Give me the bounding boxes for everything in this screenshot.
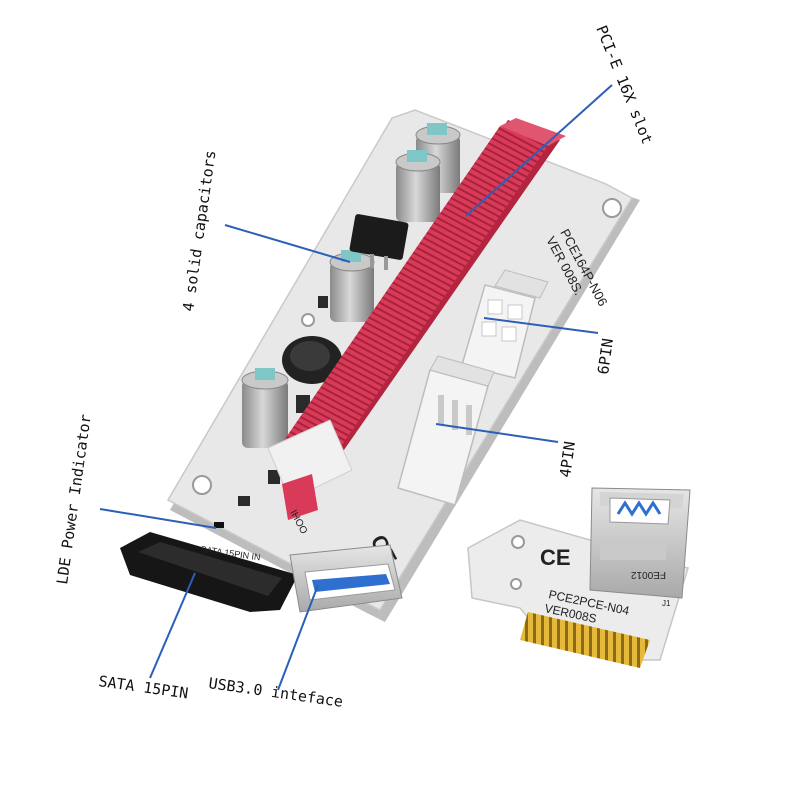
label-led-power-indicator: LDE Power Indicator	[53, 413, 95, 585]
capacitor	[241, 368, 289, 448]
leader-pcie-slot	[465, 84, 613, 217]
leader-sata	[149, 572, 196, 679]
leader-usb	[277, 584, 319, 691]
four-pin-connector	[397, 355, 495, 506]
inductor	[282, 336, 342, 384]
mount-hole	[192, 475, 212, 495]
mount-hole	[301, 313, 315, 327]
pcie-x1-adapter-board: CE FE0012 PCE2PCE-N04 VER008S J1	[467, 487, 691, 668]
leader-six-pin	[483, 317, 599, 334]
pcie-x1-gold-fingers	[520, 612, 650, 668]
six-pin-connector	[461, 269, 549, 379]
label-solid-capacitors: 4 solid capacitors	[179, 149, 219, 312]
leader-led-indicator	[99, 508, 217, 529]
smd-component	[238, 496, 250, 506]
pcie-16x-slot	[267, 118, 566, 520]
label-usb3-interface: USB3.0 inteface	[207, 674, 344, 711]
small-board-j1-mark: J1	[662, 599, 671, 608]
capacitor	[329, 250, 375, 322]
label-four-pin: 4PIN	[556, 440, 579, 478]
slot-release-latch	[267, 419, 353, 501]
mount-hole	[510, 578, 522, 590]
label-sata-15pin: SATA 15PIN	[97, 672, 189, 702]
leader-capacitors	[224, 224, 351, 263]
mount-hole	[602, 198, 622, 218]
usb3-port-adapter	[589, 487, 691, 599]
usb3-port-main	[289, 544, 403, 613]
smd-component	[318, 296, 328, 308]
capacitor	[395, 150, 441, 222]
smd-component	[268, 470, 280, 484]
mount-hole	[511, 535, 525, 549]
sata-15pin-connector	[120, 532, 298, 612]
leader-four-pin	[435, 423, 559, 443]
power-led	[214, 522, 224, 528]
small-board-chip-mark: FE0012	[631, 569, 666, 580]
label-six-pin: 6PIN	[594, 337, 617, 375]
callout-lines	[99, 84, 613, 691]
main-riser-board: PCE164P-N06 VER 008S. CE IHOO SA	[120, 109, 640, 622]
small-board-ce-mark: CE	[540, 545, 571, 570]
voltage-regulator-chip	[349, 214, 409, 270]
label-pcie-16x-slot: PCI-E 16X slot	[592, 23, 656, 147]
